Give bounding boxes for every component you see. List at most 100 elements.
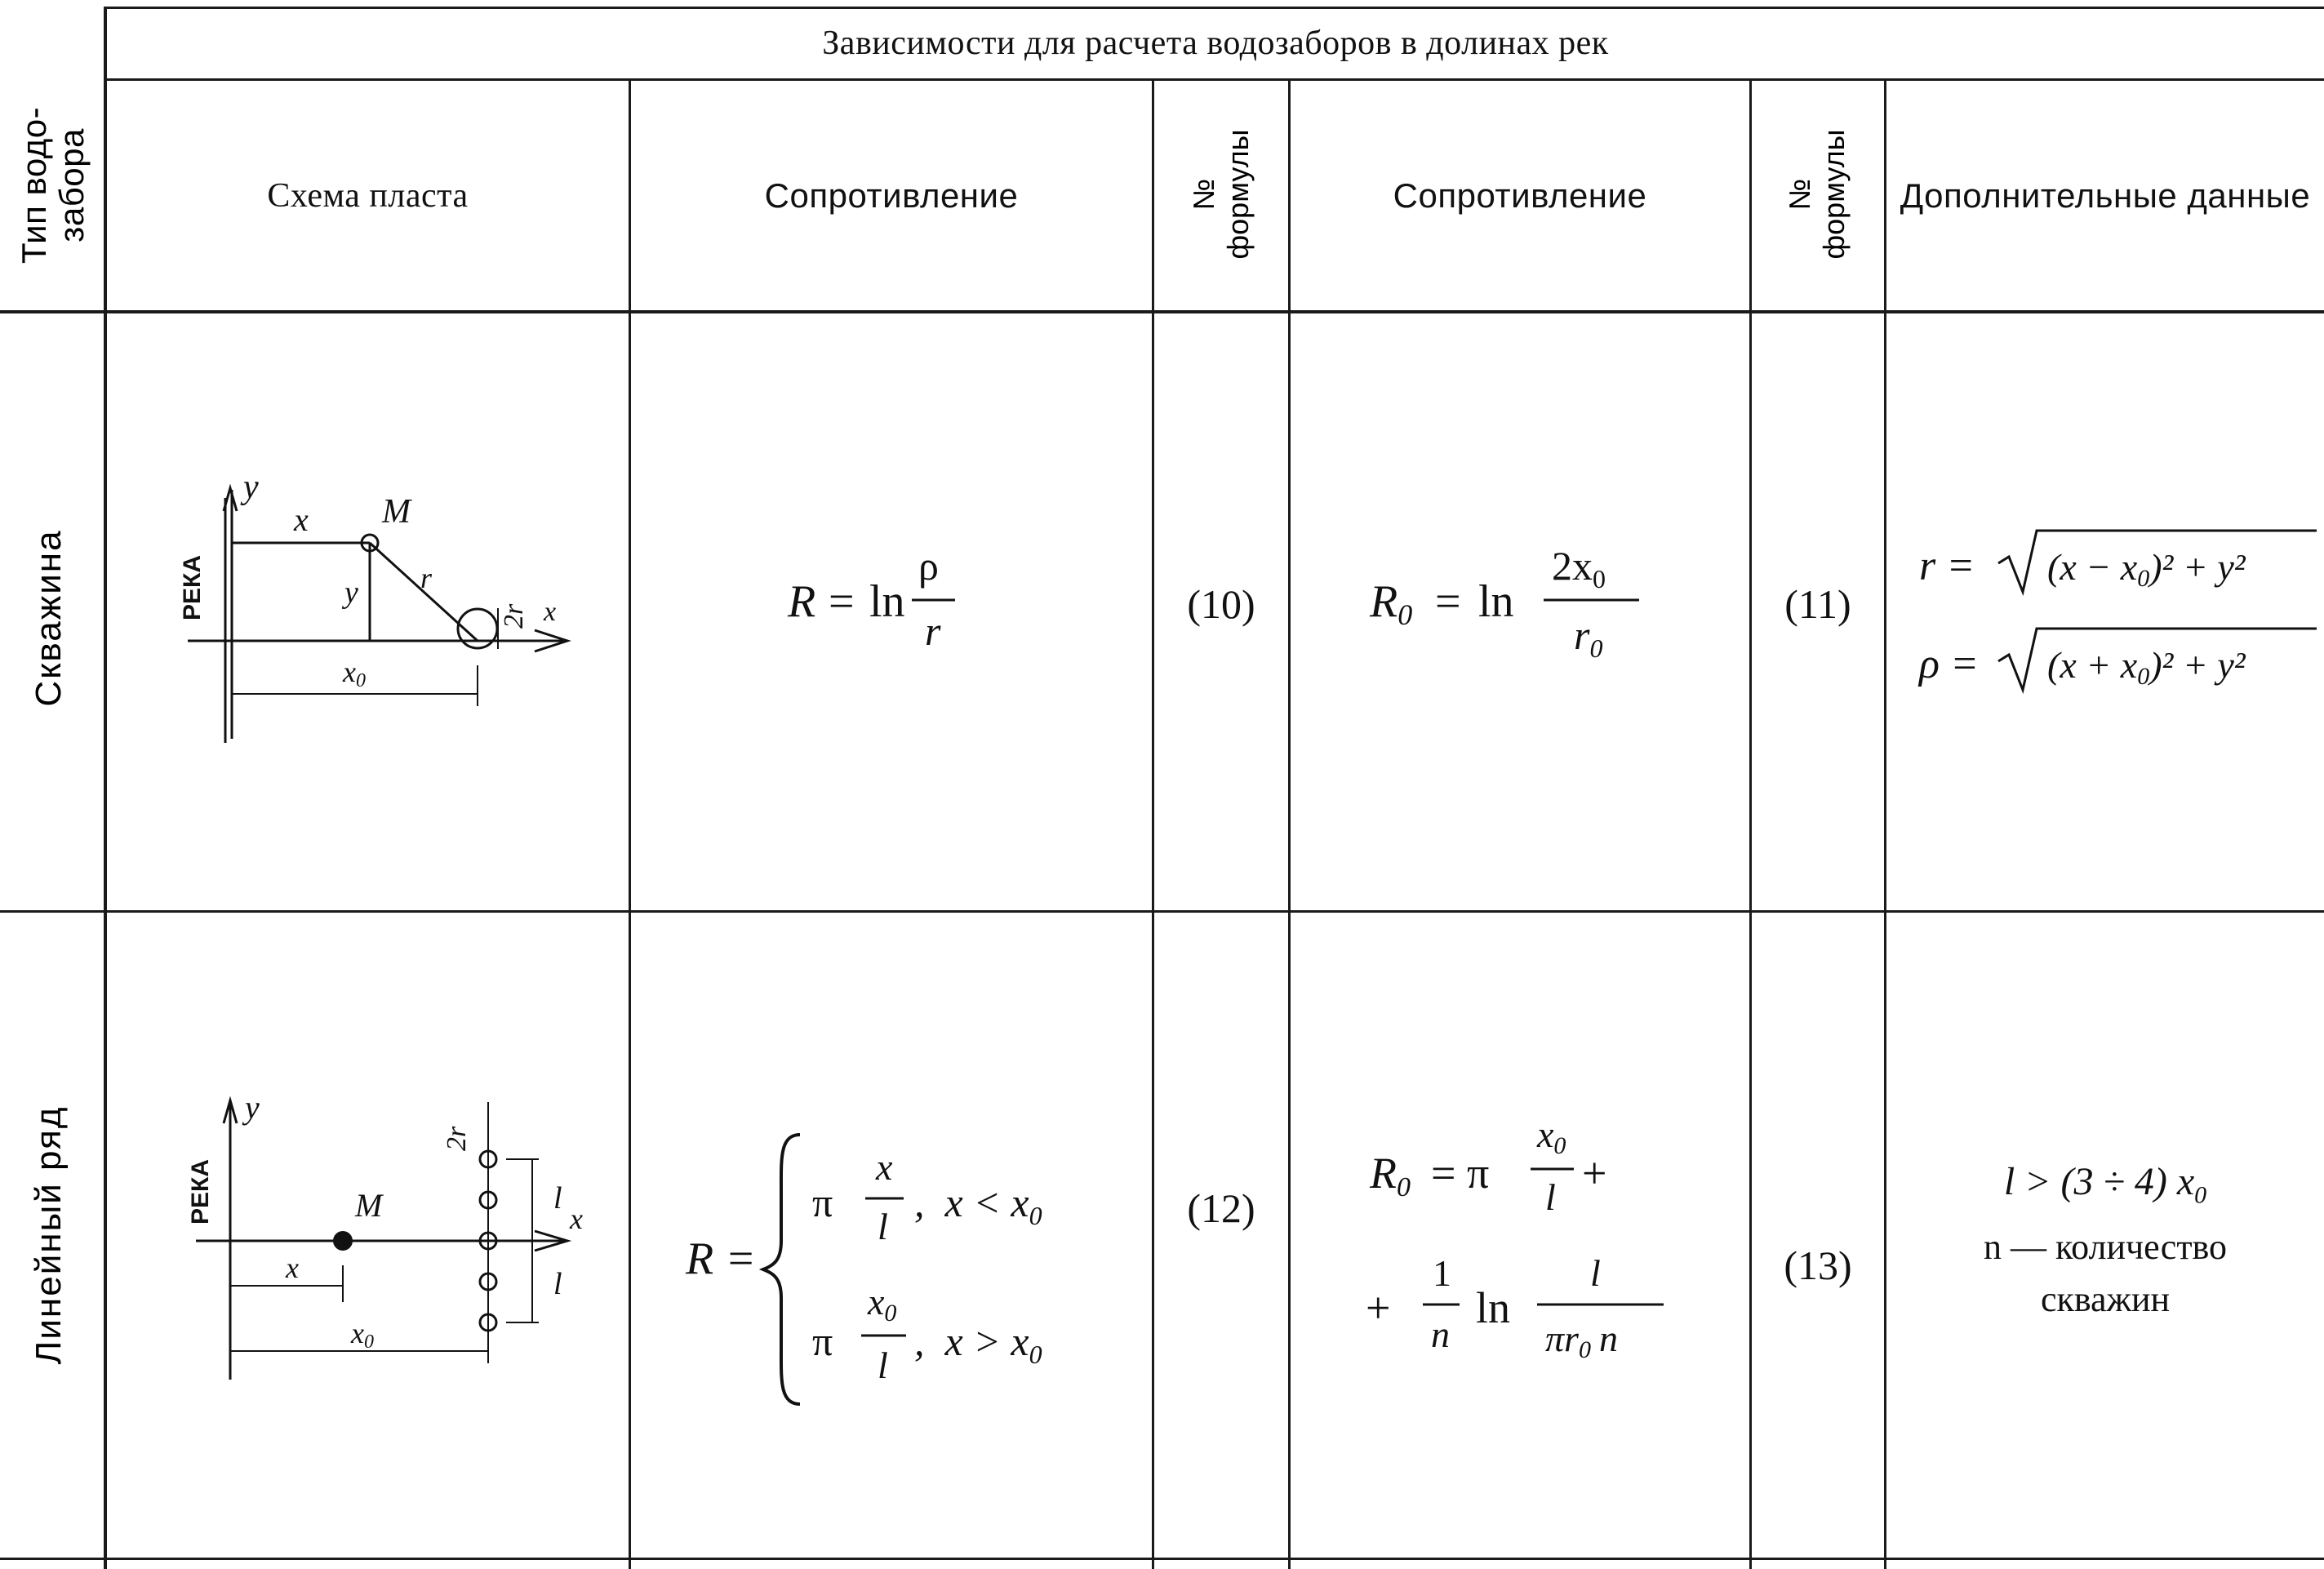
row1-formula-no-11: (11): [1752, 490, 1884, 718]
col-rule-4: [1288, 80, 1291, 1569]
row1-scheme-x-dist: x: [293, 501, 309, 538]
f11-num: 2x0: [1552, 543, 1606, 593]
f12-case2-den: l: [878, 1345, 888, 1386]
row1-additional-data: r = (x − x0)² + y² ρ = (x + x0)² + y²: [1917, 529, 2317, 695]
row1-scheme-2r0: 2r: [499, 603, 529, 629]
row1-formula-no-10-text: (10): [1187, 581, 1255, 627]
f11-lhs-sub: 0: [1398, 598, 1412, 631]
f12-case2-num-sub: 0: [884, 1300, 896, 1327]
f13-l1-num-base: x: [1536, 1113, 1554, 1155]
add1-line1-tail: )² + y²: [2147, 546, 2246, 588]
row2-scheme-x0-base: x: [350, 1317, 364, 1349]
row2-additional-line3: скважин: [2040, 1279, 2171, 1320]
header-resistance-2: Сопротивление: [1291, 81, 1749, 310]
f12-case2-cond-base: , x > x: [914, 1318, 1029, 1364]
add1-sqrt1: [1997, 529, 2317, 597]
row2-scheme-axis-x: x: [569, 1202, 583, 1235]
add1-line1-lhs: r =: [1919, 543, 1975, 589]
header-group-text: Зависимости для расчета водозаборов в до…: [822, 24, 1609, 62]
rule-under-header: [0, 310, 2324, 313]
f12-brace: [758, 1133, 801, 1406]
f12-case2-cond-sub: 0: [1029, 1340, 1042, 1369]
f11-ln: ln: [1478, 576, 1514, 627]
rule-row-1: [0, 910, 2324, 913]
header-formula-no-2-line2: формулы: [1817, 129, 1851, 260]
f13-l2-den2-n: n: [1599, 1318, 1618, 1359]
row1-scheme-x0: x0: [342, 656, 366, 691]
row1-formula-10: R = ln ρ r: [787, 543, 955, 654]
row2-additional-line2: n — количество: [1983, 1227, 2228, 1268]
header-resistance-2-text: Сопротивление: [1393, 176, 1647, 215]
col-rule-5: [1749, 80, 1752, 1569]
f12-case1-cond-base: , x < x: [914, 1180, 1029, 1225]
row2-scheme-l1: l: [553, 1181, 562, 1216]
row2-type-label: Линейный ряд: [16, 1047, 82, 1423]
header-formula-no-2-line1: №: [1783, 178, 1816, 211]
f11-num-base: 2x: [1552, 543, 1593, 589]
col-rule-2: [629, 80, 631, 1569]
row1-scheme-y-axis: y: [240, 469, 259, 506]
header-resistance-1: Сопротивление: [631, 81, 1152, 310]
f13-l1-lhs: R0: [1369, 1149, 1411, 1202]
f12-case2-pi: π: [812, 1318, 833, 1364]
f10-lhs: R: [787, 576, 815, 627]
rule-row-2: [0, 1558, 2324, 1560]
add1-line2-body-base: (x + x: [2047, 644, 2138, 686]
add1-line2-body: (x + x0)² + y²: [2047, 644, 2246, 690]
row1-formula-no-10: (10): [1154, 490, 1288, 718]
col-rule-3: [1152, 80, 1154, 1569]
col-rule-1: [104, 7, 107, 1569]
row1-scheme-y-dist: y: [341, 576, 358, 610]
row1-formula-11: R0 = ln 2x0 r0: [1369, 543, 1639, 663]
row2-additional-data: l > (3 ÷ 4) x0 n — количество скважин: [1886, 1118, 2324, 1363]
header-intake-type-line1: Тип водо-: [15, 106, 53, 264]
add1-line1-sub: 0: [2137, 565, 2149, 592]
row2-scheme-diagram: РЕКА y 2r M x x0 l l x: [187, 1089, 583, 1380]
f13-l1-plus: +: [1582, 1149, 1606, 1198]
row2-formula-no-13-text: (13): [1784, 1242, 1852, 1288]
f10-num: ρ: [918, 543, 939, 589]
f13-l1-den: l: [1545, 1176, 1556, 1218]
row2-type-text: Линейный ряд: [29, 1105, 69, 1365]
f11-den-base: r: [1574, 612, 1590, 658]
f12-case2-num: x0: [867, 1281, 896, 1327]
f11-den: r0: [1574, 612, 1602, 663]
row2-scheme-m: M: [354, 1187, 384, 1224]
header-scheme-text: Схема пласта: [267, 176, 469, 215]
f12-case2-num-base: x: [867, 1281, 885, 1322]
f12-case1-pi: π: [812, 1180, 833, 1225]
row2-additional-line1: l > (3 ÷ 4) x0: [2004, 1156, 2206, 1222]
header-formula-no-2: № формулы: [1772, 84, 1862, 304]
row2-additional-line1-base: l > (3 ÷ 4) x: [2003, 1159, 2195, 1203]
row1-scheme-x0-base: x: [342, 656, 356, 688]
header-formula-no-1-line1: №: [1187, 178, 1220, 211]
f12-case1-cond: , x < x0: [914, 1180, 1042, 1230]
row1-scheme-river: РЕКА: [179, 555, 206, 620]
header-additional-text: Дополнительные данные: [1900, 176, 2311, 215]
row2-scheme-2r0: 2r: [442, 1126, 472, 1151]
f13-l1-eq: = π: [1431, 1149, 1489, 1198]
col-rule-6: [1884, 80, 1886, 1569]
header-group: Зависимости для расчета водозаборов в до…: [107, 8, 2324, 78]
f12-lhs: R =: [685, 1233, 756, 1284]
rule-under-group-header: [106, 78, 2324, 81]
f11-lhs-base: R: [1369, 576, 1398, 627]
add1-sqrt2: [1997, 627, 2317, 695]
f13-l2-den: n: [1431, 1313, 1450, 1355]
f13-l2-den2-base: πr: [1545, 1318, 1580, 1359]
f13-l2-ln: ln: [1476, 1283, 1510, 1332]
row1-formula-no-11-text: (11): [1784, 581, 1851, 627]
row2-scheme-x-dist: x: [285, 1251, 299, 1284]
f13-l1-num-sub: 0: [1553, 1132, 1566, 1159]
add1-line1-body-base: (x − x: [2047, 546, 2138, 588]
f13-l2-den2-sub: 0: [1579, 1336, 1591, 1363]
row1-scheme-m: M: [381, 493, 412, 531]
f11-eq: =: [1435, 576, 1461, 627]
row2-scheme-y-axis: y: [242, 1089, 260, 1126]
row2-scheme-l2: l: [553, 1267, 562, 1301]
f13-l1-lhs-sub: 0: [1397, 1172, 1411, 1202]
rule-top: [106, 7, 2324, 9]
